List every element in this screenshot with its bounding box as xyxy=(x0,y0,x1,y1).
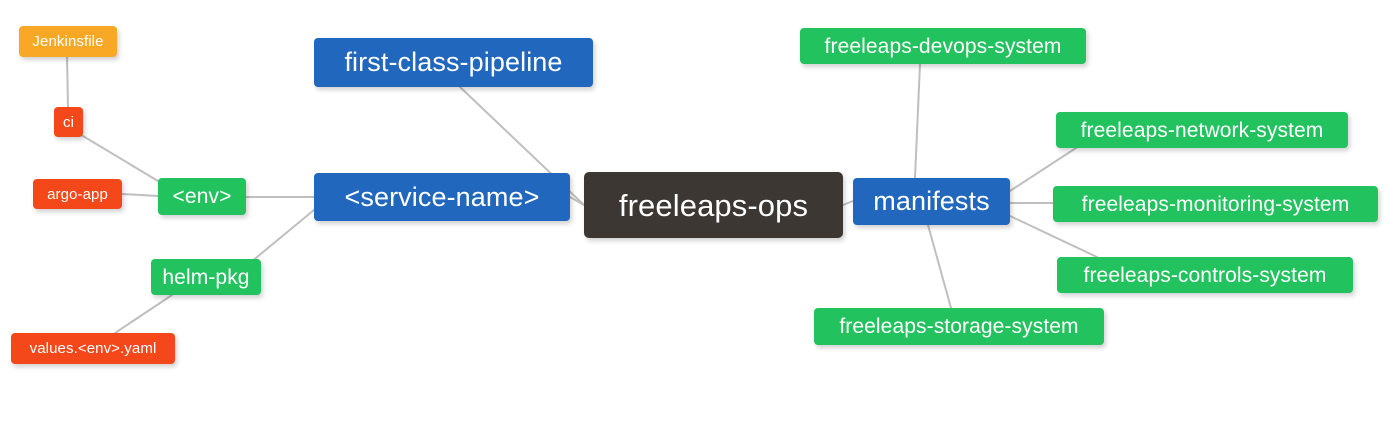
mindmap-node-label: values.<env>.yaml xyxy=(29,340,157,357)
mindmap-node-argo-app[interactable]: argo-app xyxy=(33,179,122,209)
mindmap-node-freeleaps-ops[interactable]: freeleaps-ops xyxy=(584,172,843,238)
edge-env-argoapp xyxy=(121,193,159,197)
edge-manifests-network xyxy=(1009,147,1077,192)
mindmap-node-freeleaps-controls-system[interactable]: freeleaps-controls-system xyxy=(1057,257,1353,293)
mindmap-node-freeleaps-monitoring-system[interactable]: freeleaps-monitoring-system xyxy=(1053,186,1378,222)
edge-ci-jenkinsfile xyxy=(66,56,69,108)
mindmap-node-label: freeleaps-ops xyxy=(618,187,809,223)
mindmap-node-label: ci xyxy=(62,113,75,131)
mindmap-node-env[interactable]: <env> xyxy=(158,178,246,215)
mindmap-node-label: first-class-pipeline xyxy=(344,47,563,77)
mindmap-node-freeleaps-network-system[interactable]: freeleaps-network-system xyxy=(1056,112,1348,148)
mindmap-node-label: freeleaps-network-system xyxy=(1080,118,1324,142)
mindmap-node-label: manifests xyxy=(873,186,990,216)
mindmap-node-label: freeleaps-controls-system xyxy=(1083,263,1327,287)
mindmap-node-freeleaps-storage-system[interactable]: freeleaps-storage-system xyxy=(814,308,1104,345)
mindmap-node-label: freeleaps-monitoring-system xyxy=(1081,192,1350,216)
edge-manifests-storage xyxy=(927,224,952,309)
edge-root-manifests xyxy=(842,200,854,206)
mindmap-node-label: <service-name> xyxy=(344,181,540,212)
mindmap-node-label: Jenkinsfile xyxy=(32,33,104,50)
edge-helmpkg-values xyxy=(114,294,173,334)
mindmap-node-label: freeleaps-storage-system xyxy=(839,315,1079,338)
mindmap-node-label: <env> xyxy=(172,185,232,208)
mindmap-node-ci[interactable]: ci xyxy=(54,107,83,137)
mindmap-node-helm-pkg[interactable]: helm-pkg xyxy=(151,259,261,295)
mindmap-node-jenkinsfile[interactable]: Jenkinsfile xyxy=(19,26,117,57)
mindmap-node-label: argo-app xyxy=(47,185,108,203)
edge-manifests-devops xyxy=(914,63,921,179)
mindmap-node-manifests[interactable]: manifests xyxy=(853,178,1010,225)
edge-manifests-controls xyxy=(1009,215,1098,258)
edge-env-ci xyxy=(77,132,159,182)
mindmap-node-values-env-yaml[interactable]: values.<env>.yaml xyxy=(11,333,175,364)
edge-servicename-helmpkg xyxy=(250,209,315,263)
edge-root-servicename xyxy=(569,196,585,206)
mindmap-node-freeleaps-devops-system[interactable]: freeleaps-devops-system xyxy=(800,28,1086,64)
mindmap-node-label: freeleaps-devops-system xyxy=(824,34,1062,58)
mindmap-node-service-name[interactable]: <service-name> xyxy=(314,173,570,221)
mindmap-node-first-class-pipeline[interactable]: first-class-pipeline xyxy=(314,38,593,87)
mindmap-node-label: helm-pkg xyxy=(162,265,250,289)
